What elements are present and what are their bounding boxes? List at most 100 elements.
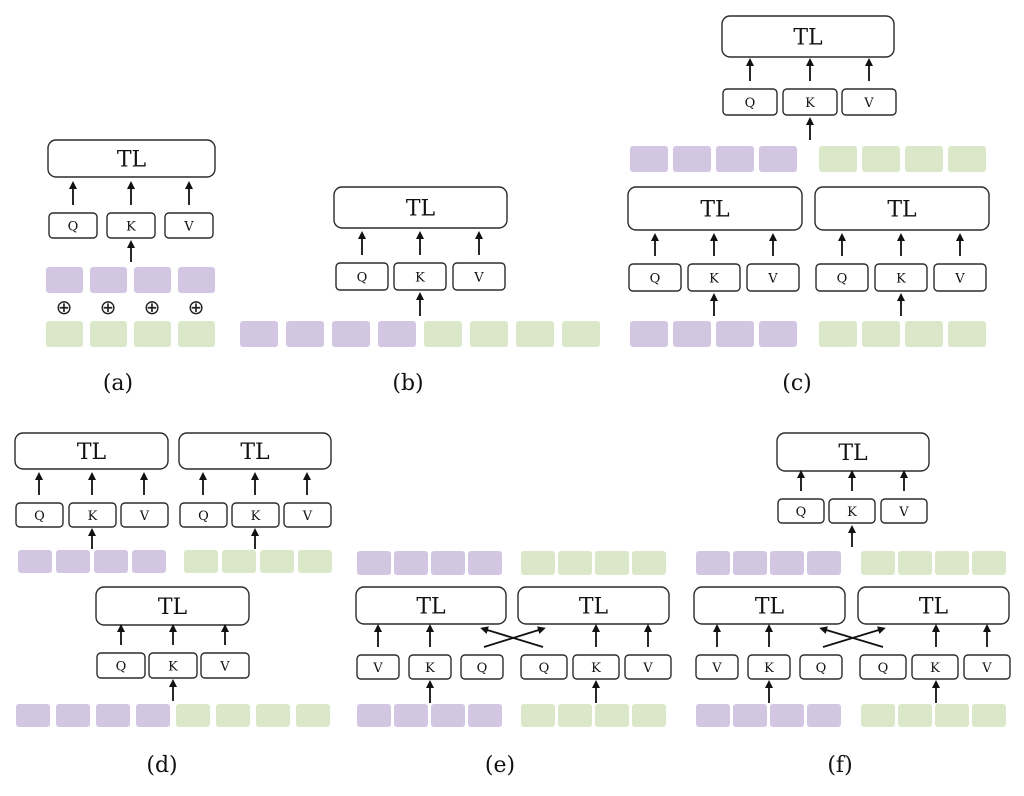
modality-b-token bbox=[632, 551, 666, 575]
query-box bbox=[799, 654, 843, 680]
fusion-add-symbol: ⊕ bbox=[100, 295, 117, 319]
modality-a-token bbox=[759, 321, 797, 347]
key-box bbox=[747, 654, 791, 680]
modality-a-token bbox=[357, 551, 391, 575]
value-label: V bbox=[863, 96, 874, 111]
value-box bbox=[880, 498, 928, 524]
query-label: Q bbox=[837, 272, 848, 287]
fusion-add-symbol: ⊕ bbox=[144, 295, 161, 319]
modality-b-token bbox=[862, 146, 900, 172]
modality-a-token bbox=[240, 321, 278, 347]
key-box bbox=[408, 654, 452, 680]
modality-a-token bbox=[759, 146, 797, 172]
modality-a-token bbox=[807, 551, 841, 575]
modality-a-token bbox=[90, 267, 127, 293]
modality-a-token bbox=[136, 704, 170, 727]
key-label: K bbox=[930, 661, 940, 676]
value-box bbox=[695, 654, 739, 680]
modality-a-token bbox=[630, 146, 668, 172]
modality-b-token bbox=[176, 704, 210, 727]
key-box bbox=[828, 498, 876, 524]
transformer-layer-label: TL bbox=[700, 198, 730, 223]
transformer-layer-box bbox=[814, 186, 990, 231]
modality-b-token bbox=[558, 704, 592, 727]
modality-b-token bbox=[298, 550, 332, 573]
value-box bbox=[200, 652, 250, 679]
query-box bbox=[628, 263, 682, 292]
transformer-layer-label: TL bbox=[755, 595, 785, 620]
query-label: Q bbox=[357, 271, 368, 286]
transformer-layer-box bbox=[721, 15, 895, 58]
key-label: K bbox=[168, 660, 178, 675]
transformer-layer-label: TL bbox=[919, 595, 949, 620]
modality-b-token bbox=[935, 704, 969, 727]
modality-a-token bbox=[394, 704, 428, 727]
modality-b-token bbox=[216, 704, 250, 727]
modality-b-token bbox=[521, 704, 555, 727]
value-label: V bbox=[473, 271, 484, 286]
modality-a-token bbox=[716, 321, 754, 347]
value-box bbox=[164, 212, 214, 239]
modality-b-token bbox=[90, 321, 127, 347]
panel-caption-d: (d) bbox=[146, 753, 177, 778]
key-label: K bbox=[415, 271, 425, 286]
modality-b-token bbox=[632, 704, 666, 727]
modality-a-token bbox=[696, 704, 730, 727]
transformer-layer-label: TL bbox=[793, 26, 823, 51]
panel-caption-f: (f) bbox=[827, 753, 852, 778]
modality-a-token bbox=[431, 704, 465, 727]
value-label: V bbox=[219, 660, 230, 675]
panel-caption-a: (a) bbox=[103, 371, 133, 396]
value-box bbox=[841, 88, 897, 116]
arrow bbox=[480, 626, 544, 648]
key-box bbox=[911, 654, 959, 680]
key-label: K bbox=[126, 220, 136, 235]
key-label: K bbox=[251, 509, 261, 524]
transformer-layer-label: TL bbox=[887, 198, 917, 223]
value-box bbox=[624, 654, 672, 680]
value-label: V bbox=[302, 509, 313, 524]
modality-b-token bbox=[521, 551, 555, 575]
modality-b-token bbox=[595, 551, 629, 575]
query-label: Q bbox=[745, 96, 756, 111]
modality-a-token bbox=[46, 267, 83, 293]
modality-a-token bbox=[807, 704, 841, 727]
key-label: K bbox=[709, 272, 719, 287]
query-label: Q bbox=[816, 661, 827, 676]
modality-b-token bbox=[184, 550, 218, 573]
query-label: Q bbox=[650, 272, 661, 287]
key-box bbox=[231, 502, 280, 528]
value-label: V bbox=[642, 661, 653, 676]
query-label: Q bbox=[198, 509, 209, 524]
query-box bbox=[15, 502, 64, 528]
key-label: K bbox=[425, 661, 435, 676]
modality-b-token bbox=[260, 550, 294, 573]
modality-a-token bbox=[468, 704, 502, 727]
query-box bbox=[722, 88, 778, 116]
query-box bbox=[48, 212, 98, 239]
transformer-layer-box bbox=[333, 186, 508, 229]
query-box bbox=[96, 652, 146, 679]
modality-b-token bbox=[898, 704, 932, 727]
value-box bbox=[120, 502, 169, 528]
value-label: V bbox=[898, 505, 909, 520]
query-box bbox=[460, 654, 504, 680]
modality-a-token bbox=[332, 321, 370, 347]
panel-caption-b: (b) bbox=[392, 371, 423, 396]
modality-a-token bbox=[431, 551, 465, 575]
key-box bbox=[782, 88, 838, 116]
value-label: V bbox=[981, 661, 992, 676]
arrow bbox=[819, 626, 884, 648]
key-label: K bbox=[805, 96, 815, 111]
transformer-layer-box bbox=[47, 139, 216, 178]
query-label: Q bbox=[878, 661, 889, 676]
modality-a-token bbox=[770, 704, 804, 727]
query-label: Q bbox=[539, 661, 550, 676]
modality-a-token bbox=[56, 704, 90, 727]
modality-a-token bbox=[733, 551, 767, 575]
key-box bbox=[393, 262, 447, 291]
transformer-layer-label: TL bbox=[416, 595, 446, 620]
modality-b-token bbox=[948, 321, 986, 347]
value-box bbox=[933, 263, 987, 292]
modality-b-token bbox=[819, 321, 857, 347]
